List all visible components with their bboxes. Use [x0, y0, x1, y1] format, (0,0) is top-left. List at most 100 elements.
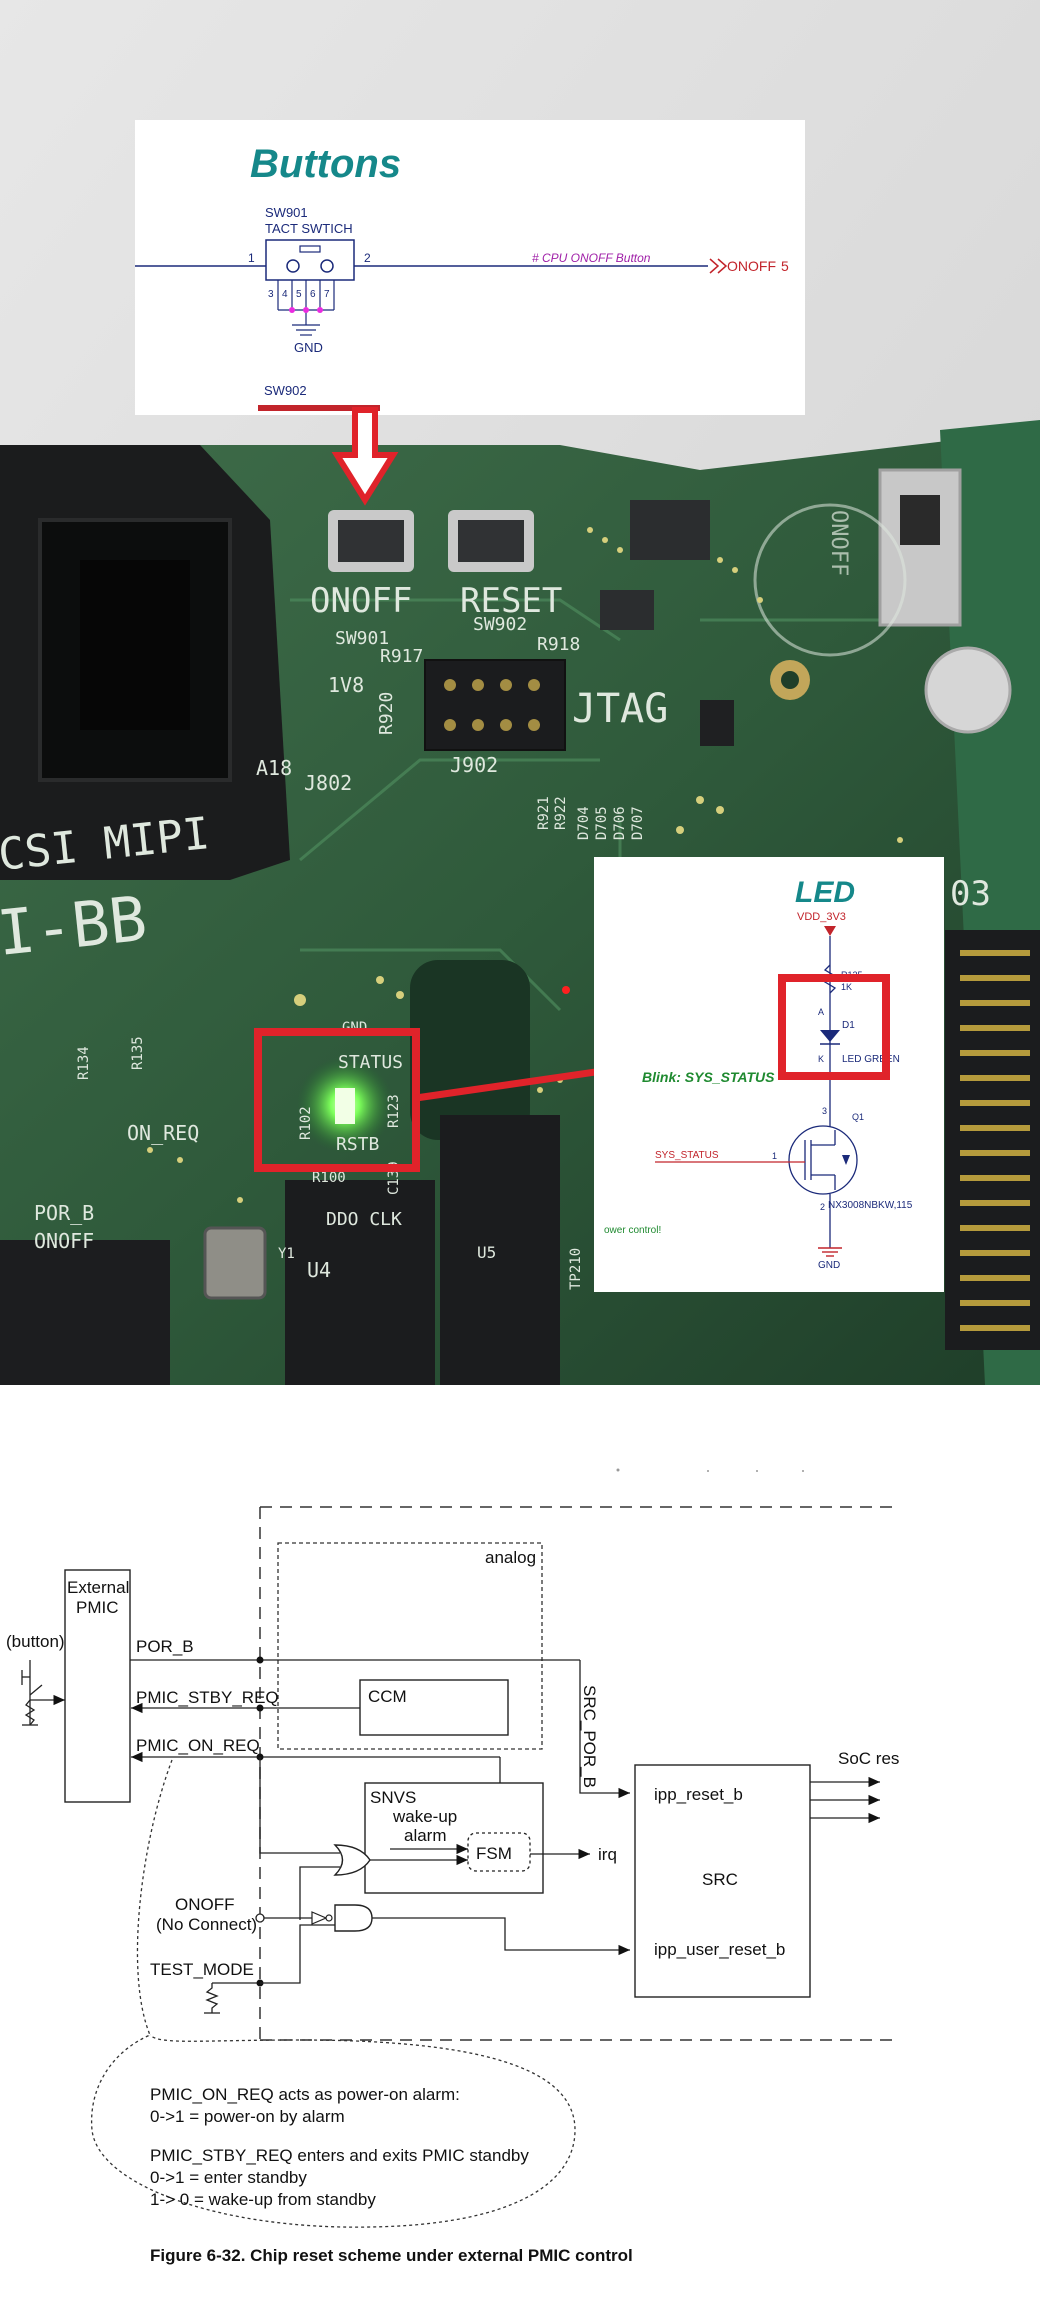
fet-ref: Q1 — [852, 1112, 864, 1122]
jtag-header — [424, 659, 566, 751]
mosfet-body-diode — [842, 1155, 850, 1165]
switch-pin5: 5 — [296, 289, 302, 300]
red-arrow-icon — [331, 407, 399, 506]
crystal-y1 — [203, 1226, 267, 1300]
por-b-junction — [256, 1656, 264, 1664]
blink-label: Blink: SYS_STATUS — [642, 1069, 775, 1085]
mount-hole — [781, 671, 799, 689]
tact-switch-sw902 — [448, 510, 534, 572]
ic-chip-dual — [700, 700, 734, 746]
slide-switch — [878, 468, 962, 627]
silk-r134: R134 — [76, 1046, 92, 1080]
external-pmic-block — [64, 1569, 131, 1803]
led-schematic: LED VDD_3V3 R125 1K A K D1 LED GREEN Bli… — [594, 857, 944, 1292]
pin-header-right — [945, 930, 1040, 1350]
onoff-net-label: ONOFF — [727, 258, 776, 274]
irq-label: irq — [598, 1845, 617, 1864]
or-gate-icon — [333, 1844, 371, 1876]
switch-pin2: 2 — [364, 251, 371, 265]
note-line-2: 0->1 = power-on by alarm — [150, 2107, 345, 2126]
snvs-label: SNVS — [370, 1788, 416, 1807]
silk-reset: RESET — [460, 581, 562, 621]
note-line-3: PMIC_STBY_REQ enters and exits PMIC stan… — [150, 2146, 529, 2165]
test-mode-to-and — [260, 1924, 335, 1984]
wake-up-label: wake-up — [392, 1807, 457, 1826]
jtag-pins — [444, 679, 540, 731]
silk-d704: D704 — [576, 806, 592, 840]
note-line-4: 0->1 = enter standby — [150, 2168, 307, 2187]
figure-caption: Figure 6-32. Chip reset scheme under ext… — [150, 2246, 633, 2265]
no-connect-label: (No Connect) — [156, 1915, 257, 1934]
sw901-ref: SW901 — [265, 205, 308, 220]
fet-pin3: 3 — [822, 1106, 827, 1116]
switch-body — [265, 239, 355, 281]
silk-r917: R917 — [380, 646, 423, 667]
soc-res-label: SoC res — [838, 1749, 899, 1768]
src-block — [634, 1764, 811, 1998]
silk-a18: A18 — [256, 756, 292, 780]
diode-ref: D1 — [842, 1020, 855, 1031]
silk-j802: J802 — [304, 771, 352, 795]
resistor-val: 1K — [841, 982, 852, 992]
mosfet-icon — [788, 1125, 858, 1195]
silk-r921: R921 — [536, 796, 552, 830]
silk-r102: R102 — [298, 1106, 314, 1140]
pmic-stby-req-label: PMIC_STBY_REQ — [136, 1688, 279, 1707]
silk-onoff: ONOFF — [310, 581, 412, 621]
switch-contact-left — [286, 259, 300, 273]
on-req-to-or — [259, 1757, 340, 1854]
stby-junction — [256, 1704, 264, 1712]
board-photo: ONOFF RESET SW901 SW902 R917 R918 R920 1… — [0, 0, 1040, 1385]
pcb-vias — [147, 527, 903, 1203]
silk-r922: R922 — [553, 796, 569, 830]
ic-chip-small — [600, 590, 654, 630]
silk-r123: R123 — [386, 1094, 402, 1128]
push-button-icon — [21, 1660, 43, 1726]
silk-u4: U4 — [307, 1258, 331, 1282]
pulldown-resistor-icon — [204, 1983, 220, 2014]
sw901-part: TACT SWTICH — [265, 221, 353, 236]
led-gnd-label: GND — [818, 1260, 840, 1271]
silk-jtag: JTAG — [572, 686, 668, 732]
silk-03: 03 — [950, 874, 991, 914]
silk-onoff-bottom: ONOFF — [34, 1229, 94, 1253]
led-diode-icon — [820, 1030, 840, 1042]
slide-switch-knob — [900, 495, 940, 545]
ipp-reset-b-label: ipp_reset_b — [654, 1785, 743, 1804]
onoff-pad — [255, 1913, 265, 1923]
ipp-user-reset-b-label: ipp_user_reset_b — [654, 1940, 785, 1959]
fet-pin2: 2 — [820, 1202, 825, 1212]
silk-r920: R920 — [376, 692, 397, 735]
silk-d707: D707 — [630, 806, 646, 840]
schematic-led-highlight-box — [778, 974, 890, 1080]
ic-u4 — [285, 1180, 435, 1385]
gnd-symbol-icon — [818, 1247, 842, 1257]
pmic-label-1: External — [67, 1578, 129, 1597]
faint-dots — [616, 1468, 804, 1472]
buttons-title: Buttons — [250, 142, 401, 186]
silk-r918: R918 — [537, 634, 580, 655]
led-rail-label: VDD_3V3 — [797, 911, 846, 923]
button-label: (button) — [6, 1632, 65, 1651]
silk-d705: D705 — [594, 806, 610, 840]
silk-por-b: POR_B — [34, 1201, 94, 1225]
inverter-bubble — [325, 1914, 333, 1922]
screw-keepout — [410, 960, 530, 1140]
onoff-net-comment: # CPU ONOFF Button — [532, 251, 651, 265]
src-por-b-label: SRC_POR_B — [580, 1685, 599, 1788]
silk-on-req: ON_REQ — [127, 1121, 199, 1145]
diode-anode-label: A — [818, 1007, 824, 1017]
and-to-or — [299, 1866, 340, 1920]
silk-sw901: SW901 — [335, 628, 389, 649]
switch-contact-right — [320, 259, 334, 273]
and-to-ipp-user-reset — [372, 1917, 630, 1956]
onoff-ring — [753, 503, 907, 657]
red-marker-dot — [562, 986, 570, 994]
sys-status-label: SYS_STATUS — [655, 1150, 719, 1161]
switch-pin1: 1 — [248, 251, 255, 265]
silk-tp210: TP210 — [568, 1248, 584, 1290]
power-note: ower control! — [604, 1225, 661, 1236]
status-led — [335, 1088, 355, 1124]
src-label: SRC — [702, 1870, 738, 1889]
silk-j902: J902 — [450, 753, 498, 777]
